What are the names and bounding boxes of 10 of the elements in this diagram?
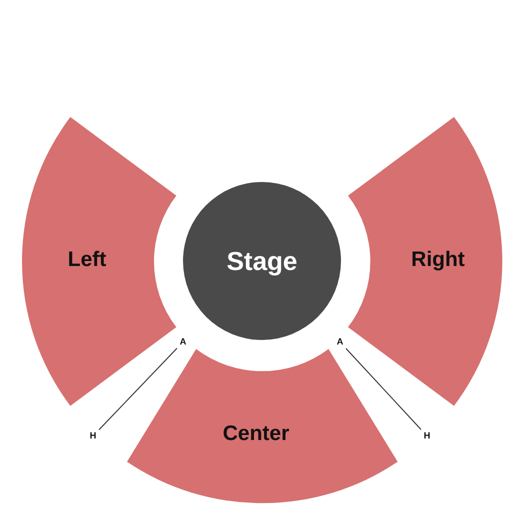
seating-section	[22, 116, 176, 406]
section-label: Right	[411, 248, 465, 272]
section-label: Left	[68, 248, 106, 272]
row-line	[98, 348, 178, 430]
seating-section	[348, 116, 502, 406]
section-label: Center	[222, 422, 290, 446]
row-line	[346, 348, 422, 430]
row-label: H	[88, 430, 98, 442]
row-label: H	[422, 430, 432, 442]
seating-section	[126, 348, 398, 503]
